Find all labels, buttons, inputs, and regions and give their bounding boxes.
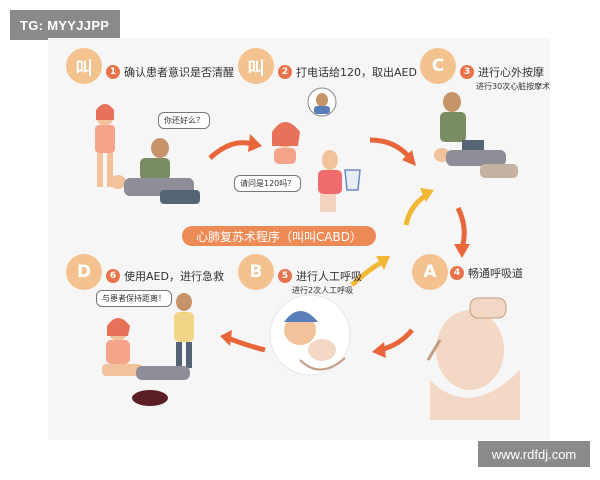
step2-number: 2 bbox=[278, 65, 292, 79]
stepD-title: 6 使用AED，进行急救 bbox=[106, 268, 224, 284]
step2-illustration bbox=[272, 87, 361, 212]
stepC-icon: C bbox=[420, 48, 456, 84]
bottom-watermark: www.rdfdj.com bbox=[478, 441, 590, 467]
stepB-title: 5 进行人工呼吸 bbox=[278, 268, 362, 284]
stepC-illustration bbox=[434, 92, 518, 178]
stepC-number: 3 bbox=[460, 65, 474, 79]
stepB-illustration bbox=[269, 294, 351, 376]
stepD-illustration bbox=[102, 293, 194, 406]
stepB-label: 进行人工呼吸 bbox=[296, 270, 362, 283]
stepA-icon: A bbox=[412, 254, 448, 290]
center-title: 心肺复苏术程序（叫叫CABD） bbox=[182, 226, 376, 246]
step1-title: 1 确认患者意识是否清醒 bbox=[106, 64, 234, 80]
stepC-title: 3 进行心外按摩 bbox=[460, 64, 544, 80]
step1-icon: 叫 bbox=[66, 48, 102, 84]
speech-bubble-call-120: 请问是120吗？ bbox=[234, 175, 302, 192]
top-watermark: TG: MYYJJPP bbox=[10, 10, 120, 40]
stepA-title: 4 畅通呼吸道 bbox=[450, 265, 523, 281]
step2-icon: 叫 bbox=[238, 48, 274, 84]
step2-label: 打电话给120，取出AED bbox=[296, 66, 417, 79]
speech-bubble-keep-distance: 与患者保持距离！ bbox=[96, 290, 172, 307]
stepB-number: 5 bbox=[278, 269, 292, 283]
stepC-subtitle: 进行30次心脏按摩术 bbox=[476, 82, 551, 91]
step2-title: 2 打电话给120，取出AED bbox=[278, 64, 417, 80]
stepA-illustration bbox=[426, 297, 520, 420]
step1-illustration bbox=[95, 104, 200, 204]
step1-label: 确认患者意识是否清醒 bbox=[124, 66, 234, 79]
speech-bubble-are-you-ok: 你还好么？ bbox=[158, 112, 210, 129]
stepA-label: 畅通呼吸道 bbox=[468, 267, 523, 280]
stepB-icon: B bbox=[238, 254, 274, 290]
stepD-icon: D bbox=[66, 254, 102, 290]
stepD-label: 使用AED，进行急救 bbox=[124, 270, 224, 283]
stepC-label: 进行心外按摩 bbox=[478, 66, 544, 79]
step1-number: 1 bbox=[106, 65, 120, 79]
stepB-subtitle: 进行2次人工呼吸 bbox=[292, 286, 354, 295]
stepD-number: 6 bbox=[106, 269, 120, 283]
flow-arrows bbox=[208, 134, 470, 358]
stepA-number: 4 bbox=[450, 266, 464, 280]
